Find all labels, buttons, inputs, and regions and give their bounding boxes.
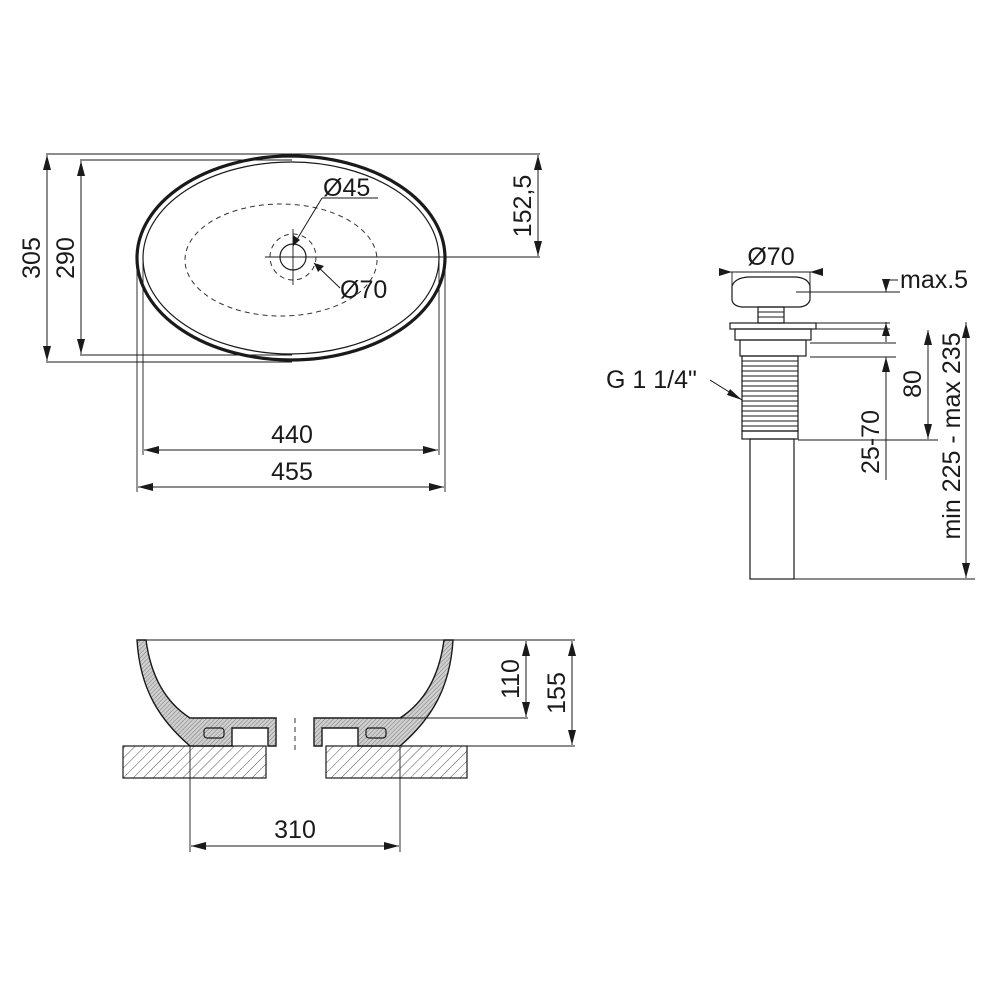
total-range-label: min 225 - max 235 <box>938 332 966 539</box>
basin-bottom-outline <box>184 203 378 317</box>
bowl-wall-left <box>136 639 277 747</box>
outer-width-label: 305 <box>18 237 46 279</box>
inner-width-label: 290 <box>52 237 80 279</box>
basin-outer-rim <box>135 154 447 362</box>
center-depth-label: 152,5 <box>509 175 537 238</box>
top-view: Ø45 Ø70 305 290 152,5 4 <box>18 153 542 492</box>
drain-inner-diameter-label: Ø45 <box>323 174 370 202</box>
cap-height-label: max.5 <box>900 266 968 294</box>
countertop-right <box>325 745 468 779</box>
inner-length-label: 440 <box>271 421 313 449</box>
body-height-label: 80 <box>899 370 927 398</box>
inner-depth-label: 110 <box>497 659 525 699</box>
drain-outer-diameter-label: Ø70 <box>340 276 387 304</box>
outer-length-label: 455 <box>271 458 313 486</box>
total-height-label: 155 <box>543 672 571 714</box>
cap-diameter-label: Ø70 <box>747 243 794 271</box>
side-view: 110 155 310 <box>122 639 576 852</box>
bowl-wall-right <box>313 639 454 747</box>
base-width-label: 310 <box>274 816 316 844</box>
countertop-range-label: 25-70 <box>857 410 885 474</box>
thread-label: G 1 1/4" <box>606 366 697 394</box>
countertop-left <box>122 745 267 779</box>
threaded-body <box>741 355 799 432</box>
drain-detail-view: Ø70 max.5 80 25-70 min 225 - max 235 G 1… <box>606 243 975 580</box>
basin-inner-rim <box>142 161 440 355</box>
